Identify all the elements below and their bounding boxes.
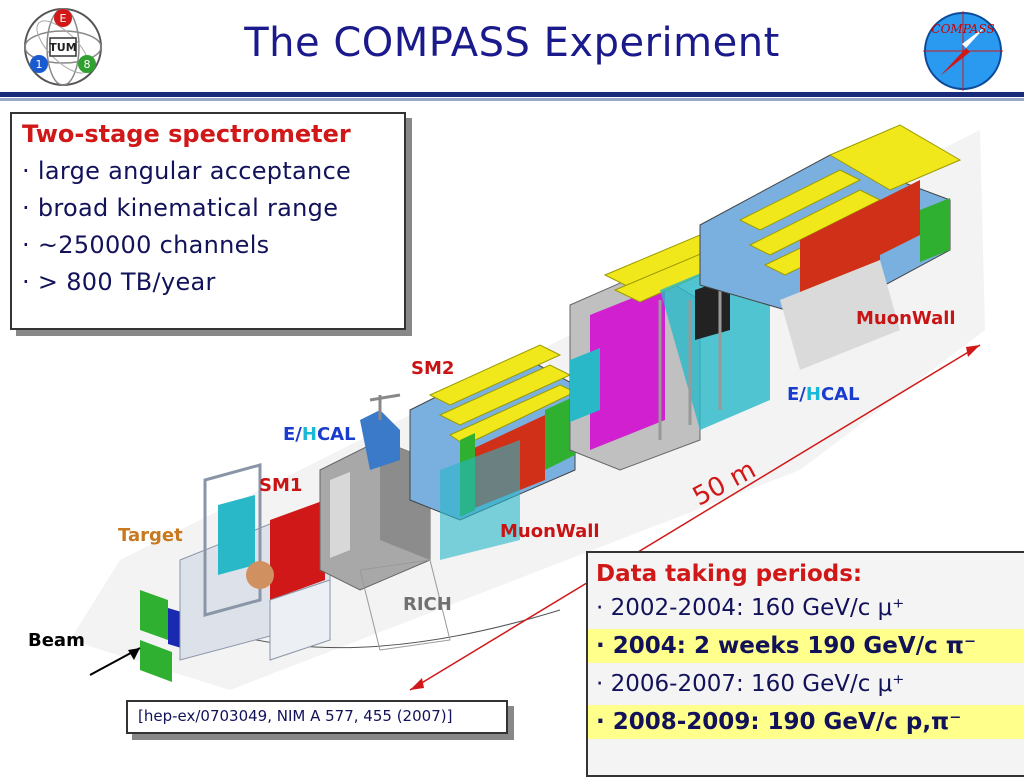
label-sm1: SM1 <box>259 475 303 496</box>
svg-text:COMPASS: COMPASS <box>931 22 994 36</box>
header-rule-shadow <box>0 98 1024 101</box>
label-target: Target <box>118 525 183 546</box>
reference-box: [hep-ex/0703049, NIM A 577, 455 (2007)] <box>126 700 508 734</box>
slide-title: The COMPASS Experiment <box>244 20 780 66</box>
svg-text:E: E <box>60 12 67 25</box>
svg-text:TUM: TUM <box>49 41 76 54</box>
data-taking-row: · 2002-2004: 160 GeV/c μ⁺ <box>596 595 905 621</box>
reference-text: [hep-ex/0703049, NIM A 577, 455 (2007)] <box>138 707 453 725</box>
detector-illustration <box>70 124 985 691</box>
spectrometer-bullet: · > 800 TB/year <box>22 268 216 296</box>
muonwall-back <box>699 124 962 370</box>
data-taking-row-highlighted: · 2008-2009: 190 GeV/c p,π⁻ <box>588 705 1024 739</box>
svg-text:1: 1 <box>36 58 43 71</box>
spectrometer-info-box: Two-stage spectrometer · large angular a… <box>10 112 406 330</box>
data-taking-box: Data taking periods: · 2002-2004: 160 Ge… <box>586 551 1024 777</box>
compass-logo: COMPASS <box>923 11 1003 91</box>
spectrometer-heading: Two-stage spectrometer <box>22 120 351 148</box>
spectrometer-bullet: · ~250000 channels <box>22 231 270 259</box>
length-dimension <box>409 344 981 691</box>
sm2-magnet <box>409 344 577 560</box>
label-ehcal-right: E/HCAL <box>787 384 860 405</box>
svg-text:8: 8 <box>84 58 91 71</box>
tum-logo: E TUM 1 8 <box>24 8 102 86</box>
label-sm2: SM2 <box>411 358 455 379</box>
label-beam: Beam <box>28 630 85 651</box>
header-rule <box>0 92 1024 97</box>
spectrometer-bullet: · broad kinematical range <box>22 194 339 222</box>
beam-arrow <box>89 647 141 676</box>
label-rich: RICH <box>403 594 452 615</box>
hcal2-detector <box>569 234 770 471</box>
data-taking-row-highlighted: · 2004: 2 weeks 190 GeV/c π⁻ <box>588 629 1024 663</box>
spectrometer-bullet: · large angular acceptance <box>22 157 352 185</box>
data-taking-row: · 2006-2007: 160 GeV/c μ⁺ <box>596 671 905 697</box>
label-muonwall-top: MuonWall <box>856 308 956 329</box>
target-region <box>179 463 331 661</box>
label-muonwall-bottom: MuonWall <box>500 521 600 542</box>
label-ehcal-left: E/HCAL <box>283 424 356 445</box>
data-taking-heading: Data taking periods: <box>596 561 863 587</box>
